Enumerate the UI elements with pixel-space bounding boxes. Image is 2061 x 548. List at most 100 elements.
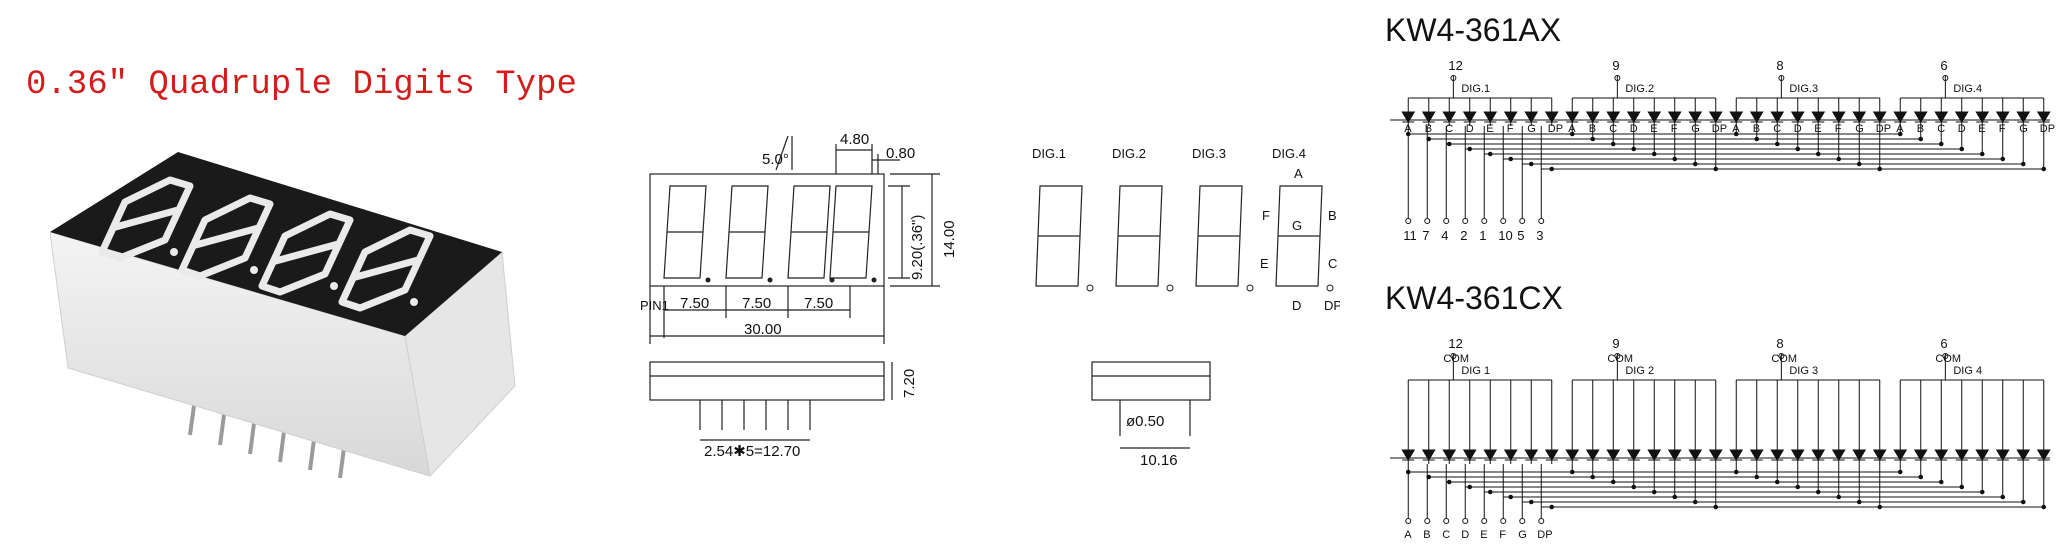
led-diode (1975, 111, 1990, 123)
segment-terminal (1538, 518, 1545, 524)
segment-pin-number: 5 (1517, 228, 1524, 243)
bus-junction (1897, 469, 1903, 475)
seg-b-label: B (1328, 208, 1337, 223)
bus-junction (1405, 131, 1411, 137)
product-photo (50, 152, 516, 479)
photo-dp (170, 248, 418, 306)
segment-label: B (1423, 529, 1430, 541)
dim-pitch-2: 7.50 (742, 295, 771, 312)
bus-junction (1405, 469, 1411, 475)
bus-junction (1672, 156, 1678, 162)
bus-junction (1631, 146, 1637, 152)
led-diode (2016, 111, 2031, 123)
bus-junction (2041, 504, 2047, 510)
bus-junction (1959, 146, 1965, 152)
segment-label: C (1442, 529, 1450, 541)
segment-pin-number: 3 (1536, 228, 1543, 243)
bus-junction (1979, 489, 1985, 495)
led-diode (1893, 449, 1908, 461)
segment-label: D (1630, 123, 1638, 135)
led-diode (1831, 111, 1846, 123)
led-diode (1770, 449, 1785, 461)
bus-junction (1713, 166, 1719, 172)
com-terminal (1778, 353, 1785, 359)
bus-junction (2020, 161, 2026, 167)
segment-pin-number: 11 (1403, 545, 1414, 546)
front-dig1-label: DIG.1 (1032, 146, 1066, 161)
front-dig3-label: DIG.3 (1192, 146, 1226, 161)
bus-junction (1938, 479, 1944, 485)
segment-label: G (1691, 123, 1700, 135)
bus-junction (1508, 156, 1514, 162)
com-terminal (1942, 75, 1949, 81)
led-diode (1934, 111, 1949, 123)
bus-junction (1426, 136, 1432, 142)
segment-pin-number: 4 (1441, 228, 1448, 243)
led-diode (1770, 111, 1785, 123)
segment-pin-number: 1 (1479, 545, 1485, 546)
segment-terminal (1405, 518, 1412, 524)
segment-terminal (1481, 218, 1488, 224)
segment-terminal (1443, 218, 1450, 224)
bus-junction (1856, 499, 1862, 505)
mech-side-pins (699, 400, 811, 430)
led-diode (1442, 449, 1457, 461)
dim-side-thickness: 7.20 (901, 369, 918, 398)
com-label: COM (1771, 353, 1797, 365)
led-diode (1790, 449, 1805, 461)
led-diode (1688, 449, 1703, 461)
segment-pin-number: 10 (1498, 228, 1512, 243)
segment-label: F (1835, 123, 1842, 135)
front-view: DIG.1 DIG.2 DIG.3 DIG.4 A B C D E F G DP… (1032, 146, 1340, 469)
front-digits (1035, 185, 1323, 287)
bus-junction (1487, 489, 1493, 495)
bus-junction (1918, 474, 1924, 480)
led-diode (1544, 449, 1559, 461)
segment-label: B (1589, 123, 1596, 135)
segment-label: G (2019, 123, 2028, 135)
digit-label: DIG.4 (1953, 83, 1982, 95)
segment-label: A (1404, 529, 1412, 541)
segment-label: C (1937, 123, 1945, 135)
segment-label: F (1507, 123, 1514, 135)
led-diode (1749, 111, 1764, 123)
bus-junction (1467, 484, 1473, 490)
led-diode (1708, 111, 1723, 123)
segment-terminal (1500, 518, 1507, 524)
led-diode (1954, 111, 1969, 123)
led-diode (1401, 111, 1416, 123)
bus-junction (1426, 474, 1432, 480)
segment-label: A (1732, 123, 1740, 135)
bus-junction (1795, 484, 1801, 490)
led-diode (1483, 111, 1498, 123)
digit-label: DIG.2 (1625, 83, 1654, 95)
led-diode (1524, 449, 1539, 461)
led-diode (1401, 449, 1416, 461)
led-diode (1565, 111, 1580, 123)
com-terminal (1614, 75, 1621, 81)
seg-g-label: G (1292, 218, 1302, 233)
led-diode (1995, 449, 2010, 461)
segment-terminal (1519, 218, 1526, 224)
segment-terminal (1519, 518, 1526, 524)
digit-pin-number: 6 (1940, 58, 1947, 73)
seg-c-label: C (1328, 256, 1337, 271)
bus-junction (1795, 146, 1801, 152)
segment-label: C (1445, 123, 1453, 135)
led-diode (1626, 111, 1641, 123)
segment-label: G (1518, 529, 1527, 541)
led-diode (1585, 111, 1600, 123)
bus-junction (1815, 489, 1821, 495)
bus-junction (1733, 469, 1739, 475)
com-terminal (1450, 75, 1457, 81)
segment-label: D (1466, 123, 1474, 135)
digit-label: DIG 3 (1789, 365, 1818, 377)
segment-pin-number: 1 (1479, 228, 1486, 243)
led-diode (1934, 449, 1949, 461)
bus-junction (1692, 499, 1698, 505)
bus-junction (1918, 136, 1924, 142)
dim-pitch-3: 7.50 (804, 295, 833, 312)
led-diode (1462, 111, 1477, 123)
segment-terminal (1443, 518, 1450, 524)
digit-label: DIG.3 (1789, 83, 1818, 95)
